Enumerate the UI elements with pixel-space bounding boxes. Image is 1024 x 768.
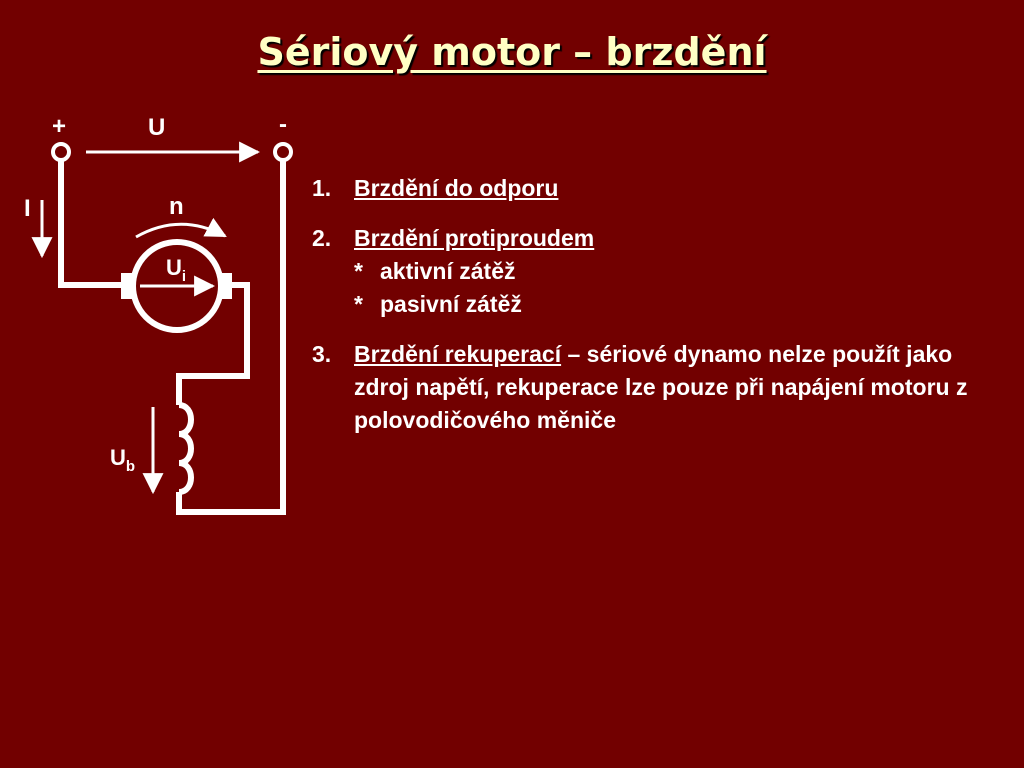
list-heading: Brzdění protiproudem — [354, 225, 595, 251]
list-heading: Brzdění rekuperací — [354, 341, 562, 367]
left-wire — [58, 160, 125, 288]
speed-arrow — [135, 217, 227, 239]
list-description: – sériové dynamo nelze použít jako zdroj… — [354, 341, 968, 433]
list-number: 2. — [312, 225, 332, 251]
sub-bullet: * — [354, 291, 363, 317]
induced-voltage-label: Ui — [166, 255, 186, 285]
voltage-label: U — [148, 114, 165, 141]
list-heading: Brzdění do odporu — [354, 175, 559, 201]
plus-terminal — [51, 142, 71, 162]
list-number: 3. — [312, 341, 332, 367]
braking-methods-list: 1. Brzdění do odporu 2. Brzdění protipro… — [312, 172, 1002, 454]
list-item: 1. Brzdění do odporu — [312, 172, 1002, 205]
minus-terminal-label: - — [279, 111, 287, 138]
current-label: I — [24, 195, 31, 222]
brush-left — [121, 273, 134, 299]
list-item: 3. Brzdění rekuperací – sériové dynamo n… — [312, 338, 1002, 437]
plus-terminal-label: + — [52, 113, 66, 140]
circuit-diagram: + - U I Ui n Ub — [24, 111, 293, 515]
speed-label: n — [169, 193, 184, 220]
sub-item: * pasivní zátěž — [354, 288, 1002, 321]
sub-item-text: aktivní zátěž — [380, 258, 516, 284]
motor-to-winding-wire — [176, 282, 250, 405]
return-wire — [176, 160, 286, 515]
sub-bullet: * — [354, 258, 363, 284]
list-number: 1. — [312, 175, 332, 201]
list-item: 2. Brzdění protiproudem * aktivní zátěž … — [312, 222, 1002, 321]
brush-right — [219, 273, 232, 299]
winding-voltage-label: Ub — [110, 445, 135, 475]
series-winding — [178, 402, 194, 495]
minus-terminal — [273, 142, 293, 162]
sub-item: * aktivní zátěž — [354, 255, 1002, 288]
sub-item-text: pasivní zátěž — [380, 291, 522, 317]
page-title: Sériový motor – brzdění — [257, 30, 767, 74]
